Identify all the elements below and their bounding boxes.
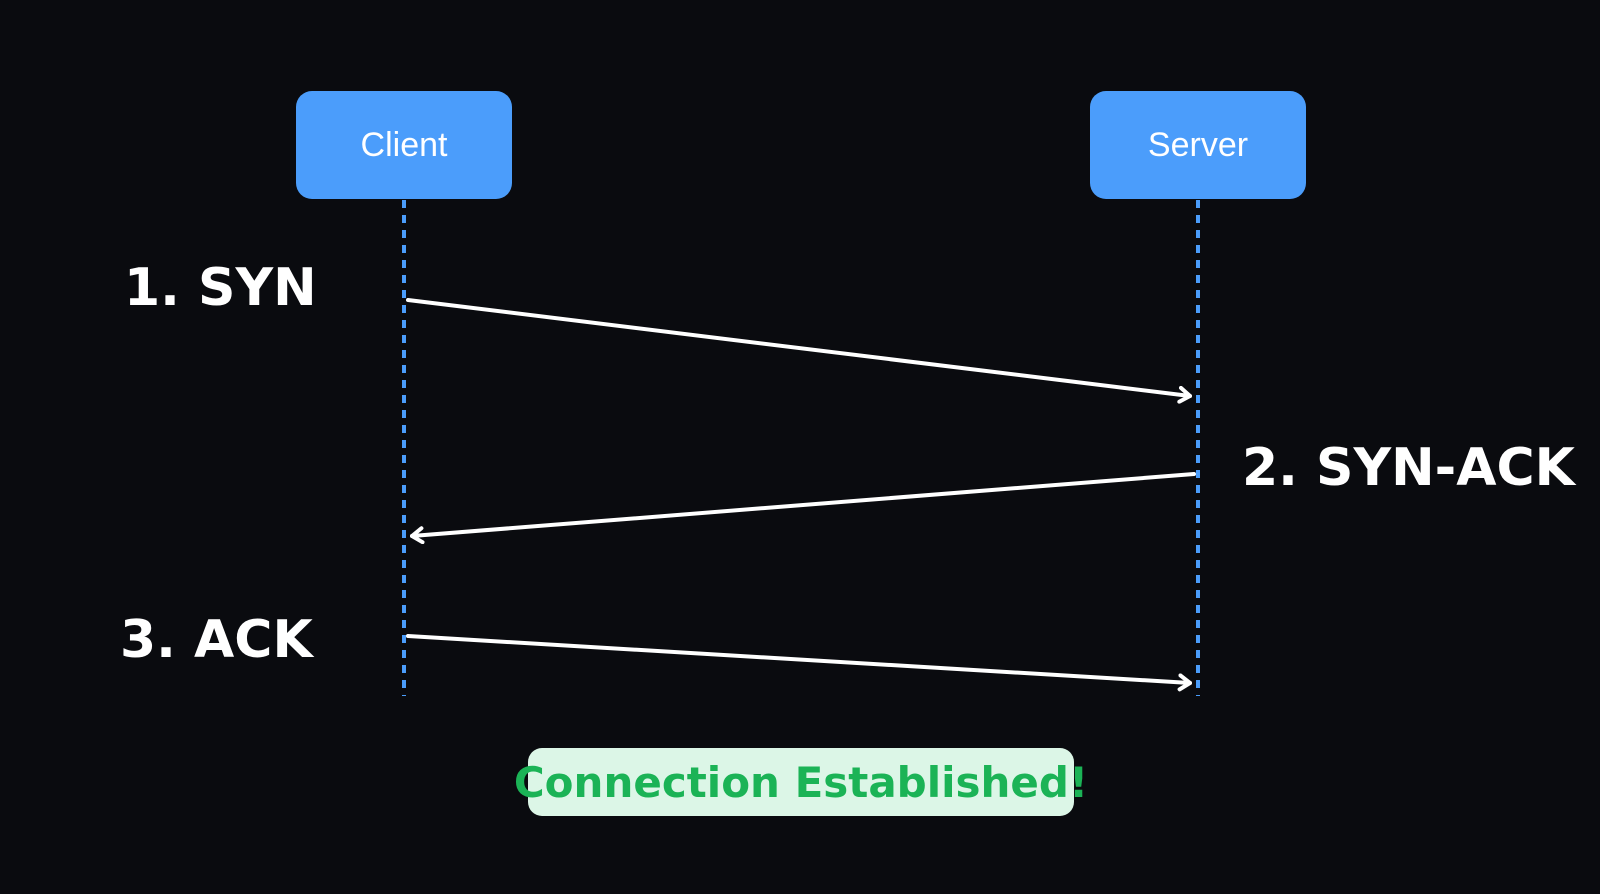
client-node: Client xyxy=(296,91,512,199)
step-syn-ack-label: 2. SYN-ACK xyxy=(1242,438,1575,498)
server-label: Server xyxy=(1147,125,1249,164)
status-badge: Connection Established! xyxy=(514,748,1088,816)
step-syn-label: 1. SYN xyxy=(124,258,317,318)
status-text: Connection Established! xyxy=(513,757,1089,807)
step-ack-label: 3. ACK xyxy=(120,610,313,670)
syn-arrow xyxy=(406,298,1192,404)
server-node: Server xyxy=(1090,91,1306,199)
syn-ack-arrow xyxy=(410,472,1196,545)
ack-arrow xyxy=(406,634,1192,692)
client-label: Client xyxy=(360,125,448,164)
